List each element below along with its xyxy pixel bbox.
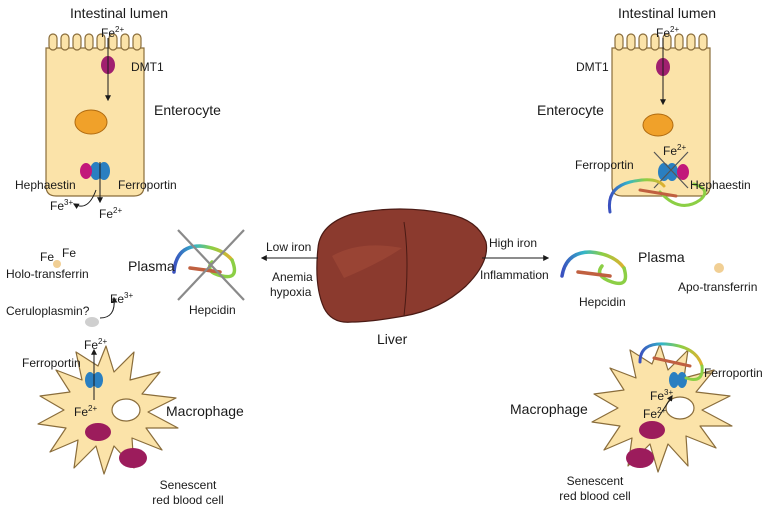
hepcidin-right: [560, 250, 628, 286]
ceruloplasmin-oxidation-arrow: [99, 296, 118, 319]
fe-transferrin-1: Fe: [40, 250, 55, 264]
fe2-lumen-left: Fe2+: [101, 25, 125, 40]
ferroportin-label-left: Ferroportin: [118, 178, 177, 192]
plasma-label-left: Plasma: [128, 258, 175, 274]
fe2-enterocyte-left: Fe2+: [99, 206, 123, 221]
high-iron-label: High iron: [489, 236, 538, 250]
hepcidin-bound-ferroportin-right: [607, 178, 707, 214]
engulfed-rbc-right: [639, 421, 665, 439]
dmt1-label-right: DMT1: [576, 60, 609, 74]
fe2-macrophage-left: Fe2+: [74, 404, 98, 419]
fe3-plasma-left: Fe3+: [110, 291, 134, 306]
holo-transferrin-protein: [53, 260, 61, 268]
fe-transferrin-2: Fe: [62, 246, 77, 260]
enterocyte-label-right: Enterocyte: [537, 102, 604, 118]
ferroportin-label-right: Ferroportin: [575, 158, 634, 172]
apo-transferrin-label: Apo-transferrin: [678, 280, 758, 294]
plasma-label-right: Plasma: [638, 249, 685, 265]
apo-transferrin-protein: [714, 263, 724, 273]
senescent-label-right-2: red blood cell: [559, 489, 631, 503]
hephaestin-right: [677, 164, 689, 180]
intestinal-lumen-label-right: Intestinal lumen: [618, 5, 717, 21]
fe2-plasma-left: Fe2+: [84, 337, 108, 352]
low-iron-label: Low iron: [266, 240, 312, 254]
ceruloplasmin-protein: [85, 317, 99, 327]
ceruloplasmin-label: Ceruloplasmin?: [6, 304, 90, 318]
fe3-enterocyte-left: Fe3+: [50, 198, 74, 213]
fe2-macrophage-right: Fe2+: [643, 406, 667, 421]
ferroportin-left: [90, 162, 110, 180]
ferroportin-macrophage-label-left: Ferroportin: [22, 356, 81, 370]
intestinal-lumen-label-left: Intestinal lumen: [70, 5, 169, 21]
hepcidin-bound-macrophage-right: [638, 342, 704, 381]
senescent-label-right-1: Senescent: [566, 474, 624, 488]
hypoxia-label: hypoxia: [270, 285, 312, 299]
liver-label: Liver: [377, 331, 408, 347]
dmt1-label-left: DMT1: [131, 60, 164, 74]
hephaestin-label-left: Hephaestin: [15, 178, 76, 192]
macrophage-left: [37, 345, 179, 475]
holo-transferrin-label: Holo-transferrin: [6, 267, 89, 281]
senescent-rbc-left: [119, 448, 147, 468]
fe-arrow-macrophage-right: [657, 394, 673, 419]
ferroportin-macrophage-left: [85, 372, 103, 388]
anemia-label: Anemia: [272, 270, 313, 284]
fe3-macrophage-right: Fe3+: [650, 388, 674, 403]
hepcidin-label-right: Hepcidin: [579, 295, 626, 309]
hephaestin-label-right: Hephaestin: [690, 178, 751, 192]
hepcidin-label-left: Hepcidin: [189, 303, 236, 317]
enterocyte-label-left: Enterocyte: [154, 102, 221, 118]
fe2-lumen-right: Fe2+: [656, 25, 680, 40]
macrophage-label-right: Macrophage: [510, 401, 588, 417]
hephaestin-left: [80, 163, 92, 179]
engulfed-rbc-left: [85, 423, 111, 441]
hepcidin-cross-left: [177, 229, 245, 301]
senescent-rbc-right: [626, 448, 654, 468]
liver-illustration: [316, 208, 488, 323]
oxidation-arrow-left: [72, 189, 97, 209]
senescent-label-left-2: red blood cell: [152, 493, 224, 507]
senescent-label-left-1: Senescent: [159, 478, 217, 492]
enterocyte-left: [45, 33, 145, 197]
macrophage-right: [591, 343, 733, 473]
inflammation-label: Inflammation: [480, 268, 549, 282]
fe2-enterocyte-right: Fe2+: [663, 143, 687, 158]
ferroportin-macrophage-label-right: Ferroportin: [704, 366, 763, 380]
ferroportin-macrophage-right: [669, 372, 687, 388]
macrophage-label-left: Macrophage: [166, 403, 244, 419]
